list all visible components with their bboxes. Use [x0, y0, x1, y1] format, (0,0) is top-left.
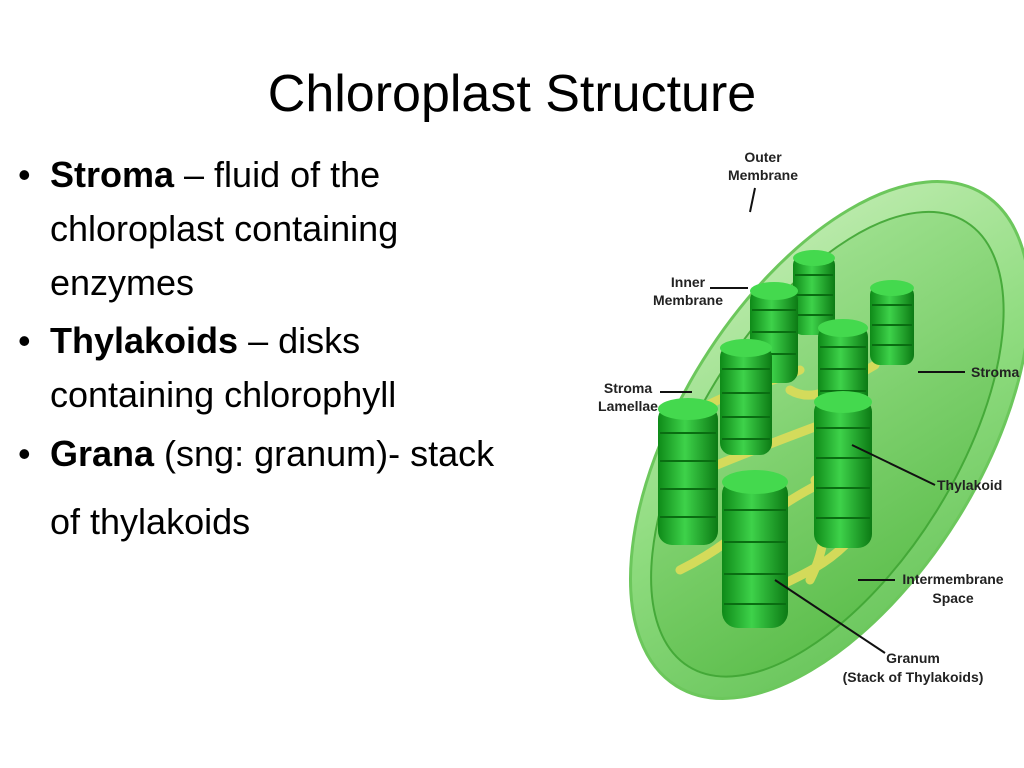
- label-thylakoid: Thylakoid: [937, 477, 1002, 493]
- bullet-thylakoids: • Thylakoids – disks containing chloroph…: [18, 314, 518, 422]
- leader-granum: [774, 579, 886, 654]
- bullet-grana: • Grana (sng: granum)- stack of thylakoi…: [18, 420, 518, 556]
- diagram-labels: Outer Membrane Inner Membrane Stroma Str…: [598, 149, 1019, 685]
- granum-6: [658, 398, 718, 545]
- label-intermembrane-space: Space: [932, 590, 973, 606]
- label-stroma-lamellae: Lamellae: [598, 398, 658, 414]
- bullet-text: (sng: granum)- stack of thylakoids: [50, 433, 495, 542]
- bullet-text: – disks containing chlorophyll: [50, 320, 397, 415]
- bullet-dot: •: [18, 433, 31, 474]
- bullet-dot: •: [18, 320, 31, 361]
- label-granum: Granum: [886, 650, 940, 666]
- label-intermembrane-space: Intermembrane: [902, 571, 1003, 587]
- leader-outer-membrane: [749, 187, 756, 213]
- chloroplast-diagram: Outer Membrane Inner Membrane Stroma Str…: [598, 149, 1024, 700]
- label-inner-membrane: Inner: [671, 274, 706, 290]
- bullet-text: – fluid of the chloroplast containing en…: [50, 154, 399, 303]
- bullet-term: Thylakoids: [50, 320, 239, 361]
- leader-thylakoid: [851, 444, 936, 486]
- bullet-stroma: • Stroma – fluid of the chloroplast cont…: [18, 148, 518, 310]
- bullet-term: Stroma: [50, 154, 175, 195]
- label-outer-membrane: Membrane: [728, 167, 798, 183]
- grana: [658, 250, 914, 628]
- label-outer-membrane: Outer: [744, 149, 782, 165]
- bullet-list: • Stroma – fluid of the chloroplast cont…: [18, 148, 518, 560]
- bullet-dot: •: [18, 154, 31, 195]
- slide-title: Chloroplast Structure: [267, 65, 757, 123]
- bullet-term: Grana: [50, 433, 155, 474]
- granum-5: [720, 339, 772, 455]
- label-stroma: Stroma: [971, 364, 1019, 380]
- granum-1: [793, 250, 835, 335]
- granum-8: [722, 470, 788, 628]
- label-inner-membrane: Membrane: [653, 292, 723, 308]
- label-stroma-lamellae: Stroma: [604, 380, 652, 396]
- granum-3: [870, 280, 914, 365]
- leader-lines: [660, 187, 965, 654]
- label-granum: (Stack of Thylakoids): [843, 669, 984, 685]
- granum-7: [814, 391, 872, 548]
